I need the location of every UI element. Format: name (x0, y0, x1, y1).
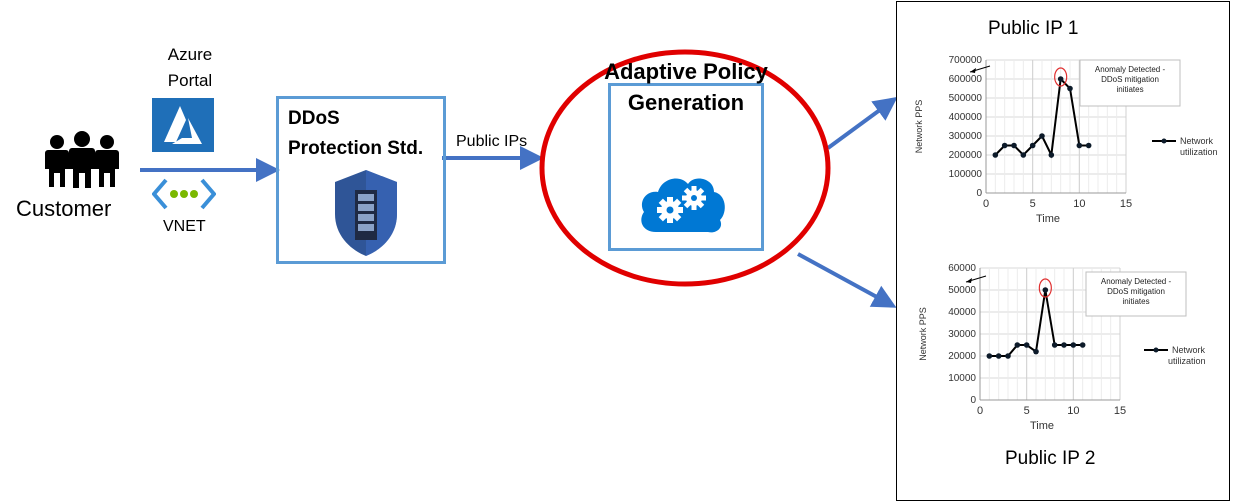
x-tick-label: 0 (977, 405, 983, 417)
customer-label: Customer (16, 196, 112, 221)
x-tick-label: 5 (1030, 198, 1036, 210)
y-tick-label: 600000 (949, 74, 983, 85)
y-tick-label: 40000 (948, 307, 976, 318)
chart1-title: Public IP 1 (988, 18, 1079, 39)
policy-to-chart1-arrow (826, 96, 898, 150)
y-tick-label: 300000 (949, 131, 983, 142)
data-point (1011, 142, 1017, 149)
chart2-title: Public IP 2 (1005, 448, 1096, 469)
anomaly-annotation-line3: initiates (1116, 85, 1143, 94)
x-tick-label: 0 (983, 198, 989, 210)
data-point (1070, 342, 1077, 348)
data-point (1067, 85, 1073, 92)
data-point (1048, 152, 1055, 158)
anomaly-annotation-line2: DDoS mitigation (1107, 287, 1165, 296)
chart2-public-ip-2: 0 10000 20000 30000 40000 50000 60000 0 5 10 15Tim… (918, 263, 1206, 432)
y-axis-label: Network PPS (918, 307, 928, 361)
data-point (1033, 348, 1039, 355)
x-tick-label: 10 (1067, 405, 1079, 417)
data-point (1076, 142, 1083, 149)
data-point (995, 353, 1002, 359)
y-tick-label: 50000 (948, 285, 976, 296)
anomaly-annotation-line1: Anomaly Detected - (1095, 65, 1166, 74)
y-tick-label: 100000 (949, 169, 983, 180)
data-point (986, 353, 993, 359)
y-tick-label: 700000 (949, 55, 983, 66)
data-point (1001, 142, 1008, 149)
x-tick-label: 15 (1120, 198, 1132, 210)
legend-label-part2: utilization (1168, 356, 1206, 366)
legend-marker (1161, 138, 1167, 144)
y-tick-label: 20000 (948, 351, 976, 362)
chart1-public-ip-1: 0 100000 200000 300000 400000 500000 600000 700… (914, 55, 1218, 225)
anomaly-annotation-line1: Anomaly Detected - (1101, 277, 1172, 286)
data-point (1014, 342, 1021, 348)
data-point (1039, 133, 1045, 139)
shield-server-icon (335, 170, 397, 256)
x-axis-label: Time (1030, 420, 1054, 432)
data-point (1079, 342, 1086, 348)
y-tick-label: 10000 (948, 373, 976, 384)
data-point (1051, 342, 1058, 348)
y-tick-label: 200000 (949, 150, 983, 161)
ddos-protection-title: DDoS Protection Std. (288, 108, 424, 159)
x-tick-label: 5 (1024, 405, 1030, 417)
vnet-icon (152, 178, 216, 210)
legend-label-part1: Network (1172, 345, 1206, 355)
highlight-ellipse (539, 49, 831, 287)
data-point (1042, 287, 1049, 293)
data-point (1061, 342, 1067, 348)
data-point (1057, 76, 1064, 82)
vnet-label: VNET (163, 218, 206, 235)
x-axis-label: Time (1036, 213, 1060, 225)
y-tick-label: 400000 (949, 112, 983, 123)
data-point (1085, 142, 1092, 149)
anomaly-annotation-box (1079, 59, 1181, 107)
data-point (1023, 342, 1030, 348)
annotation-pointer-head (970, 68, 976, 73)
data-point (1029, 142, 1036, 149)
y-tick-label: 0 (970, 395, 976, 406)
anomaly-highlight-circle (1038, 278, 1052, 298)
cloud-gears-icon (641, 178, 725, 233)
legend-label-part2: utilization (1180, 147, 1218, 157)
public-ips-label: Public IPs (456, 133, 528, 150)
data-point (1020, 152, 1027, 158)
annotation-pointer-head (966, 278, 972, 283)
anomaly-annotation-line2: DDoS mitigation (1101, 75, 1159, 84)
legend-label-part1: Network (1180, 136, 1214, 146)
y-axis-label: Network PPS (914, 100, 924, 154)
azure-portal-icon (152, 98, 214, 152)
legend-marker (1153, 347, 1159, 353)
ddos-protection-box (276, 96, 446, 264)
data-point (992, 152, 999, 158)
y-tick-label: 60000 (948, 263, 976, 274)
x-tick-label: 15 (1114, 405, 1126, 417)
x-tick-label: 10 (1073, 198, 1085, 210)
adaptive-policy-title: Adaptive Policy Generation (604, 59, 768, 115)
anomaly-annotation-box (1085, 271, 1187, 317)
customer-users-icon (45, 131, 119, 188)
y-tick-label: 30000 (948, 329, 976, 340)
y-tick-label: 500000 (949, 93, 983, 104)
anomaly-annotation-line3: initiates (1122, 297, 1149, 306)
adaptive-policy-box (608, 83, 764, 251)
policy-to-chart2-arrow (797, 252, 897, 308)
data-point (1005, 353, 1011, 359)
anomaly-highlight-circle (1054, 67, 1068, 87)
y-tick-label: 0 (976, 188, 982, 199)
azure-portal-label: Azure Portal (167, 45, 213, 90)
